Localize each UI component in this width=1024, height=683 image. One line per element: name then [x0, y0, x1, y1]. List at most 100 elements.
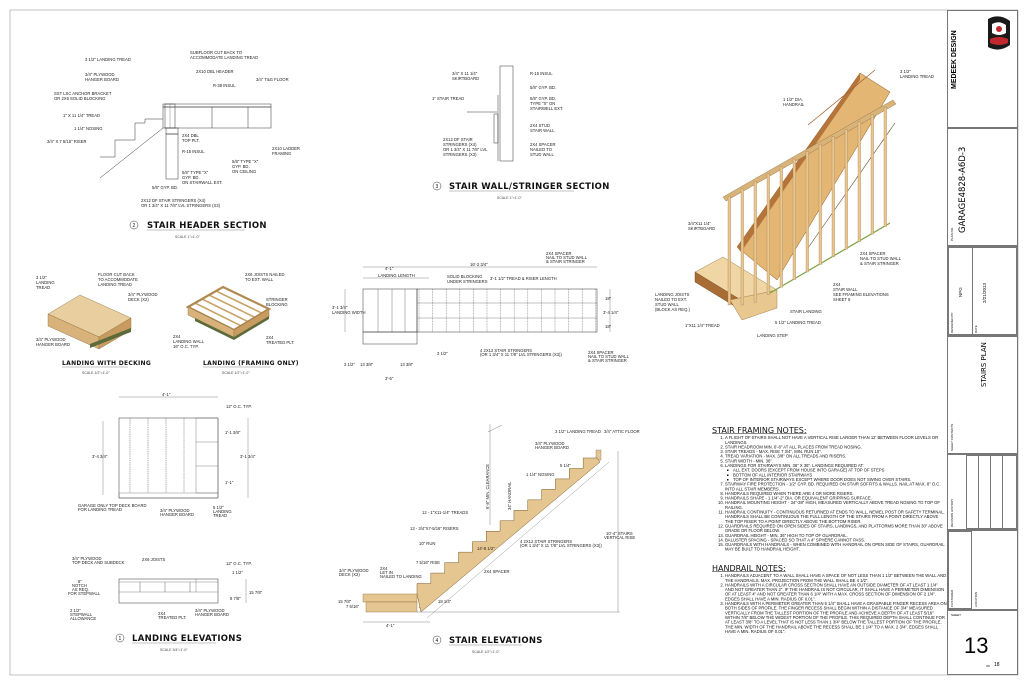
svg-text:HANDRAIL: HANDRAIL — [783, 102, 805, 107]
svg-text:2 1/2": 2 1/2" — [70, 608, 81, 613]
svg-text:(OR 1 3/4" X 11 7/8" LVL STRIN: (OR 1 3/4" X 11 7/8" LVL STRINGERS (X3)) — [520, 543, 602, 548]
svg-text:AS REQ.: AS REQ. — [72, 587, 89, 592]
drawing-date: 2/21/2013 — [982, 282, 987, 303]
svg-text:13 3/8": 13 3/8" — [360, 362, 374, 367]
svg-text:13 3/8": 13 3/8" — [400, 362, 414, 367]
stair-elevations: 3 1/2" LANDING TREAD 3/4" ATTIC FLOOR 3/… — [338, 424, 640, 654]
svg-text:& STAIR STRINGER: & STAIR STRINGER — [588, 358, 627, 363]
svg-text:R-15 INSUL: R-15 INSUL — [530, 71, 553, 76]
landing-framing-view: 2X6 JOISTS NAILED TO EXT. WALL STRINGER … — [173, 272, 298, 375]
note-item: Stair width - min. 36". — [725, 458, 947, 464]
svg-text:SEE FRAMING ELEVATIONS: SEE FRAMING ELEVATIONS — [833, 292, 889, 297]
svg-text:LANDING WIDTH: LANDING WIDTH — [332, 310, 366, 315]
sheet-contents: STAIRS PLAN — [980, 342, 988, 387]
svg-text:5/8" TYPE "X": 5/8" TYPE "X" — [232, 159, 259, 164]
svg-text:15 7/8": 15 7/8" — [338, 599, 352, 604]
svg-text:10'-4" STAIRS: 10'-4" STAIRS — [606, 531, 633, 536]
svg-text:SOLID BLOCKING: SOLID BLOCKING — [447, 274, 482, 279]
svg-text:STAIR WALL: STAIR WALL — [833, 287, 858, 292]
svg-text:3/4" PLYWOOD: 3/4" PLYWOOD — [36, 337, 66, 342]
svg-text:TYPE "X" ON: TYPE "X" ON — [530, 101, 555, 106]
svg-text:3'-4 3/4": 3'-4 3/4" — [92, 454, 108, 459]
stair-plan-view: 16'-2 3/4" 4'-1" LANDING LENGTH SOLID BL… — [332, 251, 630, 381]
svg-text:DECK (X2): DECK (X2) — [339, 572, 360, 577]
svg-text:2X4: 2X4 — [158, 611, 166, 616]
plan-number-block: PLAN NO. GARAGE4828-A6D-3 — [947, 128, 1018, 246]
svg-text:5 1/4": 5 1/4" — [560, 463, 571, 468]
svg-text:5/8" GYP. BD.: 5/8" GYP. BD. — [152, 185, 178, 190]
svg-text:10" RUN: 10" RUN — [419, 541, 435, 546]
svg-text:3'-1 3/4": 3'-1 3/4" — [240, 454, 256, 459]
svg-text:TREATED PLT.: TREATED PLT. — [158, 615, 186, 620]
svg-text:STEPWALL: STEPWALL — [70, 612, 93, 617]
svg-text:3/4" PLYWOOD: 3/4" PLYWOOD — [72, 556, 102, 561]
svg-text:4'-1": 4'-1" — [386, 623, 395, 628]
wall-stud — [766, 173, 770, 295]
company-block: MEDEEK DESIGN — [947, 10, 1018, 128]
svg-text:STRINGERS (X4): STRINGERS (X4) — [443, 142, 477, 147]
svg-text:NAILED TO: NAILED TO — [530, 147, 553, 152]
svg-text:SHEET 6: SHEET 6 — [833, 297, 851, 302]
svg-text:3 1/2": 3 1/2" — [900, 69, 911, 74]
svg-text:3 1/2" LANDING TREAD: 3 1/2" LANDING TREAD — [555, 429, 601, 434]
revision-history-block: REVISION HISTORY — [947, 454, 1018, 530]
svg-text:OR 1 3/4" X 11 7/8" LVL STRING: OR 1 3/4" X 11 7/8" LVL STRINGERS (X3) — [141, 203, 221, 208]
svg-text:5/8" GYP. BD.: 5/8" GYP. BD. — [530, 85, 556, 90]
note-item: A flight of stairs shall not have a vert… — [725, 435, 947, 445]
svg-text:GYP. BD.: GYP. BD. — [232, 164, 250, 169]
svg-text:OR 2X6 SOLID BLOCKING: OR 2X6 SOLID BLOCKING — [54, 96, 105, 101]
note-item: Landings for stairways min. 36" x 36". L… — [725, 463, 947, 469]
svg-text:FRAMING: FRAMING — [272, 151, 291, 156]
customer-block: CUSTOMER LOCATION — [947, 530, 1018, 610]
detail-title: STAIR ELEVATIONS — [449, 636, 543, 646]
svg-text:5 1/2": 5 1/2" — [213, 505, 224, 510]
company-logo — [988, 16, 1010, 50]
svg-text:1 1/2": 1 1/2" — [232, 570, 243, 575]
svg-text:1 1/4" NOSING: 1 1/4" NOSING — [526, 472, 554, 477]
svg-text:TOP PLT.: TOP PLT. — [182, 138, 200, 143]
note-item: Tread variation - max. 3/8" on all tread… — [725, 454, 947, 459]
stair-stringer-with-treads — [416, 457, 601, 613]
svg-text:2X12 DF STAIR STRINGERS (X4): 2X12 DF STAIR STRINGERS (X4) — [141, 198, 206, 203]
svg-text:(BLOCK AS REQ.): (BLOCK AS REQ.) — [655, 307, 691, 312]
svg-text:5/8" GYP. BD.: 5/8" GYP. BD. — [530, 96, 556, 101]
wall-stud — [818, 144, 822, 265]
svg-text:VERTICAL RISE: VERTICAL RISE — [604, 535, 635, 540]
svg-text:3 1/2": 3 1/2" — [36, 275, 47, 280]
svg-text:34" HANDRAIL: 34" HANDRAIL — [507, 481, 512, 510]
svg-text:15 7/8": 15 7/8" — [249, 590, 263, 595]
joist — [194, 302, 242, 327]
notes-title: HANDRAIL NOTES: — [712, 563, 786, 573]
svg-text:FLOOR CUT BACK: FLOOR CUT BACK — [98, 272, 135, 277]
joist — [201, 298, 249, 323]
svg-text:1"X11 1/4" TREAD: 1"X11 1/4" TREAD — [685, 323, 720, 328]
svg-text:2X4 SPACER: 2X4 SPACER — [588, 350, 614, 355]
detail-title: STAIR WALL/STRINGER SECTION — [449, 182, 610, 192]
svg-text:GYP. BD.: GYP. BD. — [182, 175, 200, 180]
svg-text:3/4" PLYWOOD: 3/4" PLYWOOD — [160, 508, 190, 513]
svg-text:2X4 SPACER: 2X4 SPACER — [530, 142, 556, 147]
wall-stud — [779, 166, 783, 288]
svg-text:3'-1 3/4": 3'-1 3/4" — [332, 305, 348, 310]
detail-title: LANDING ELEVATIONS — [132, 634, 242, 644]
svg-text:16'-2 3/4": 16'-2 3/4" — [470, 262, 488, 267]
sheet-border — [9, 9, 1019, 676]
svg-text:SST LSC ANCHOR BRACKET: SST LSC ANCHOR BRACKET — [54, 91, 112, 96]
svg-text:TOP DECK AND SUBDECK: TOP DECK AND SUBDECK — [72, 560, 125, 565]
svg-text:SCALE 3/4"=1'-0": SCALE 3/4"=1'-0" — [160, 648, 188, 652]
note-item: Guardrails with handrails - when combine… — [725, 542, 947, 552]
svg-text:2X4 SPACER: 2X4 SPACER — [860, 251, 886, 256]
svg-text:2X4: 2X4 — [380, 566, 388, 571]
wall-stud — [844, 129, 848, 250]
svg-text:6'-8" MIN. CLEARANCE: 6'-8" MIN. CLEARANCE — [485, 464, 490, 509]
svg-text:2: 2 — [133, 223, 136, 229]
svg-text:ON STAIRWALL EXT.: ON STAIRWALL EXT. — [182, 180, 223, 185]
svg-text:3/4" PLYWOOD: 3/4" PLYWOOD — [535, 441, 565, 446]
notes-title: STAIR FRAMING NOTES: — [712, 425, 807, 435]
stair-header-section: 3 1/2" LANDING TREAD SUBFLOOR CUT BACK T… — [47, 50, 300, 239]
note-item: Stair treads - max. rise 7 3/4", min. ru… — [725, 449, 947, 455]
svg-text:TO ACCOMMODATE: TO ACCOMMODATE — [98, 277, 138, 282]
svg-text:2X6 JOISTS NAILED: 2X6 JOISTS NAILED — [245, 272, 285, 277]
designer-initials: NPG — [958, 287, 963, 297]
